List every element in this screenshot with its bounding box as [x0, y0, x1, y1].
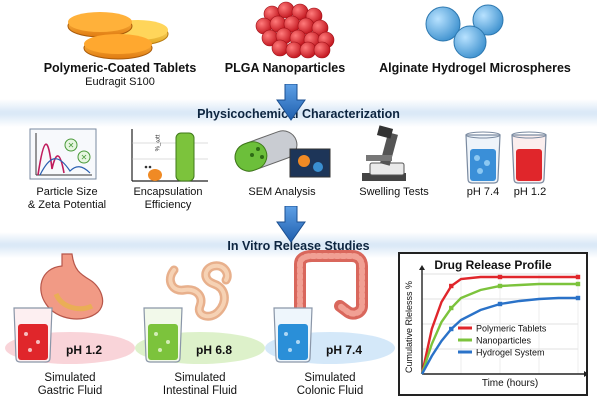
microspheres-title: Alginate Hydrogel Microspheres	[379, 61, 571, 75]
microscope-icon	[362, 125, 406, 181]
small-intestine-icon	[165, 261, 232, 321]
series-line-2	[420, 282, 578, 375]
chart-y-arrow	[419, 265, 425, 270]
intestinal-ph-label: pH 6.8	[196, 343, 233, 357]
ph74-beaker-icon	[465, 131, 501, 184]
series-line-1	[420, 275, 578, 375]
encapsulation-label-2: Efficiency	[144, 199, 192, 211]
colonic-beaker-icon	[273, 307, 313, 363]
nanoparticles-title: PLGA Nanoparticles	[224, 61, 346, 75]
nanoparticle-sphere	[313, 41, 331, 59]
encapsulation-label-1: Encapsulation	[133, 186, 203, 198]
characterization-title: Physicochemical Characterization	[197, 107, 400, 121]
series-point	[575, 295, 581, 301]
ph12-label: pH 1.2	[513, 186, 547, 198]
stomach-icon	[40, 253, 104, 320]
chart-x-label: Time (hours)	[481, 378, 539, 389]
hydrogel-microspheres-icon	[425, 4, 504, 59]
series-point	[449, 326, 454, 332]
legend-label: Nanoparticles	[476, 336, 532, 346]
encapsulation-chart-icon	[131, 129, 208, 182]
series-point	[575, 281, 581, 287]
nanoparticle-sphere	[277, 1, 295, 19]
svg-text:✕: ✕	[81, 153, 88, 162]
sem-label: SEM Analysis	[248, 186, 316, 198]
series-point	[575, 274, 581, 280]
down-arrow-icon	[276, 84, 306, 121]
ph12-beaker-icon	[511, 131, 547, 184]
series-point	[449, 305, 454, 311]
gastric-name-1: Simulated	[44, 372, 96, 384]
colonic-name-1: Simulated	[304, 372, 356, 384]
release-title: In Vitro Release Studies	[227, 239, 370, 253]
series-point	[497, 274, 503, 280]
intestinal-beaker-icon	[143, 307, 183, 363]
tablets-subtitle: Eudragit S100	[85, 76, 155, 88]
gastric-beaker-icon	[13, 307, 53, 363]
series-line-3	[420, 296, 578, 375]
characterization-icons: ✕ ✕	[29, 125, 547, 184]
legend-label: Hydrogel System	[476, 348, 545, 358]
colonic-name-2: Colonic Fluid	[296, 385, 364, 397]
chart-x-arrow	[584, 371, 586, 377]
tablets-title: Polymeric-Coated Tablets	[43, 61, 197, 75]
release-illustrations	[5, 250, 395, 364]
series-point	[449, 283, 454, 289]
ph74-label: pH 7.4	[466, 186, 500, 198]
down-arrow-icon	[276, 206, 306, 243]
intestinal-name-2: Intestinal Fluid	[162, 385, 238, 397]
gastric-ph-label: pH 1.2	[66, 343, 103, 357]
coated-tablets-icon	[67, 12, 169, 60]
colonic-ph-label: pH 7.4	[326, 343, 363, 357]
svg-text:✕: ✕	[68, 141, 75, 150]
gastric-name-2: Gastric Fluid	[37, 385, 103, 397]
intestinal-name-1: Simulated	[174, 372, 226, 384]
chart-title: Drug Release Profile	[434, 258, 552, 272]
swelling-label: Swelling Tests	[359, 186, 429, 198]
legend-label: Polymeric Tablets	[476, 324, 547, 334]
particle-size-label-2: & Zeta Potential	[27, 199, 107, 211]
particle-size-chart-icon: ✕ ✕	[29, 128, 97, 180]
chart-y-label: Cumulative Rlelesss %	[404, 280, 414, 374]
nanoparticles-cluster-icon	[255, 1, 335, 59]
series-point	[497, 301, 503, 307]
nanoparticle-sphere	[271, 39, 289, 57]
encapsulation-axis-label: %_ωtt	[155, 134, 162, 152]
series-point	[497, 283, 503, 289]
nanoparticle-sphere	[299, 41, 317, 59]
nanoparticle-sphere	[285, 41, 303, 59]
colon-icon	[294, 250, 368, 320]
sem-capsule-icon	[234, 130, 331, 178]
particle-size-label-1: Particle Size	[36, 186, 98, 198]
